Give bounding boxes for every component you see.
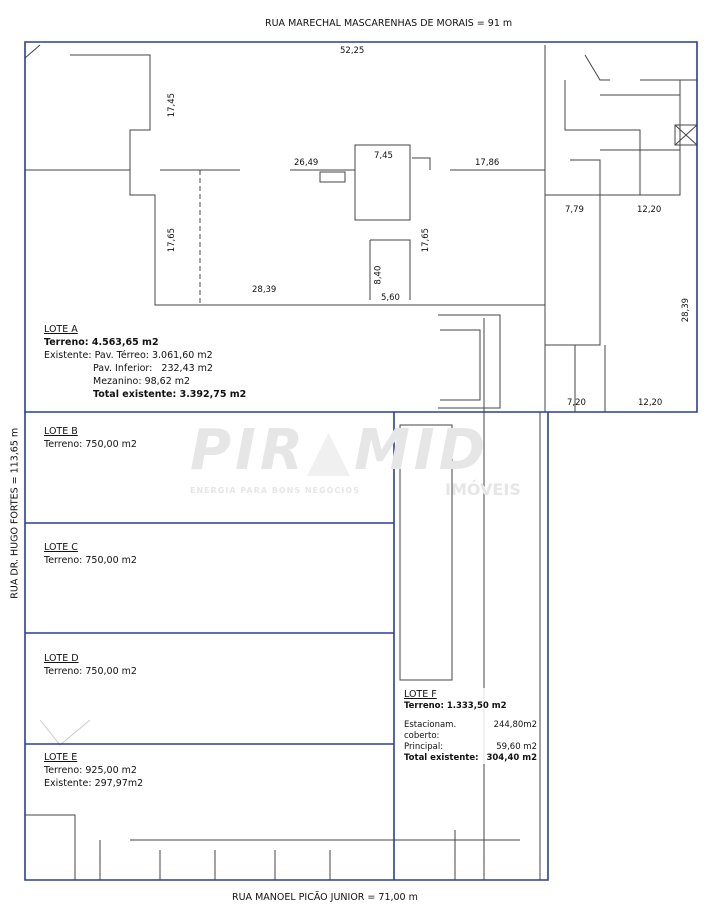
lot-row-label: Total existente:: [404, 753, 479, 763]
watermark-sub: IMÓVEIS: [445, 480, 521, 499]
lot-e-info: LOTE E Terreno: 925,00 m2 Existente: 297…: [44, 751, 143, 790]
dimension-label: 17,65: [167, 227, 178, 253]
lot-boundaries: [24, 41, 698, 881]
lot-existing-lower: Pav. Inferior: 232,43 m2: [93, 363, 213, 374]
lot-area: Terreno: 1.333,50 m2: [404, 701, 507, 711]
watermark-tagline: ENERGIA PARA BONS NEGÓCIOS: [190, 486, 360, 495]
lot-existing: Existente: 297,97m2: [44, 778, 144, 789]
lot-row-value: 304,40 m2: [486, 753, 537, 763]
dimension-label: 28,39: [681, 297, 692, 323]
lot-area: Terreno: 750,00 m2: [44, 666, 137, 677]
dimension-label: 5,60: [381, 293, 400, 303]
street-bottom-label: RUA MANOEL PICÃO JUNIOR = 71,00 m: [232, 892, 418, 903]
dimension-label: 17,45: [167, 92, 178, 118]
watermark-logo: PIR▲MID: [190, 418, 490, 483]
lot-title: LOTE A: [44, 324, 78, 335]
lot-row-label: Principal:: [404, 742, 444, 752]
lot-b-info: LOTE B Terreno: 750,00 m2: [44, 425, 137, 451]
dimension-label: 12,20: [637, 205, 662, 215]
lot-area: Terreno: 4.563,65 m2: [44, 337, 159, 348]
dimension-label: 26,49: [294, 158, 319, 168]
street-left-label: RUA DR. HUGO FORTES = 113,65 m: [9, 427, 21, 599]
lot-f-info: LOTE F Terreno: 1.333,50 m2 Estacionam. …: [404, 688, 537, 764]
lot-area: Terreno: 750,00 m2: [44, 439, 137, 450]
lot-existing-mezzanine: Mezanino: 98,62 m2: [93, 376, 191, 387]
lot-title: LOTE E: [44, 752, 78, 763]
lot-existing-total: Total existente: 3.392,75 m2: [93, 389, 247, 400]
building-walls: [24, 44, 698, 880]
lot-row-value: 244,80m2: [493, 720, 537, 730]
dimension-label: 7,79: [565, 205, 584, 215]
dimension-label: 17,65: [421, 227, 432, 253]
dimension-label: 52,25: [340, 46, 365, 56]
lot-a-info: LOTE A Terreno: 4.563,65 m2 Existente: P…: [44, 323, 246, 401]
lot-d-info: LOTE D Terreno: 750,00 m2: [44, 652, 137, 678]
dimension-label: 17,86: [475, 158, 500, 168]
lot-title: LOTE B: [44, 426, 78, 437]
dimension-label: 7,20: [567, 398, 586, 408]
lot-row-label: Estacionam. coberto:: [404, 720, 457, 741]
lot-c-info: LOTE C Terreno: 750,00 m2: [44, 541, 137, 567]
lot-existing-ground: Existente: Pav. Térreo: 3.061,60 m2: [44, 350, 213, 361]
dimension-label: 12,20: [638, 398, 663, 408]
lot-area: Terreno: 750,00 m2: [44, 555, 137, 566]
street-top-label: RUA MARECHAL MASCARENHAS DE MORAIS = 91 …: [265, 18, 513, 29]
dimension-label: 7,45: [374, 151, 393, 161]
lot-title: LOTE F: [404, 689, 437, 700]
lot-title: LOTE D: [44, 653, 79, 664]
lot-area: Terreno: 925,00 m2: [44, 765, 137, 776]
lot-title: LOTE C: [44, 542, 78, 553]
dimension-label: 28,39: [252, 285, 277, 295]
dimension-label: 8,40: [373, 265, 384, 285]
lot-row-value: 59,60 m2: [496, 742, 537, 752]
